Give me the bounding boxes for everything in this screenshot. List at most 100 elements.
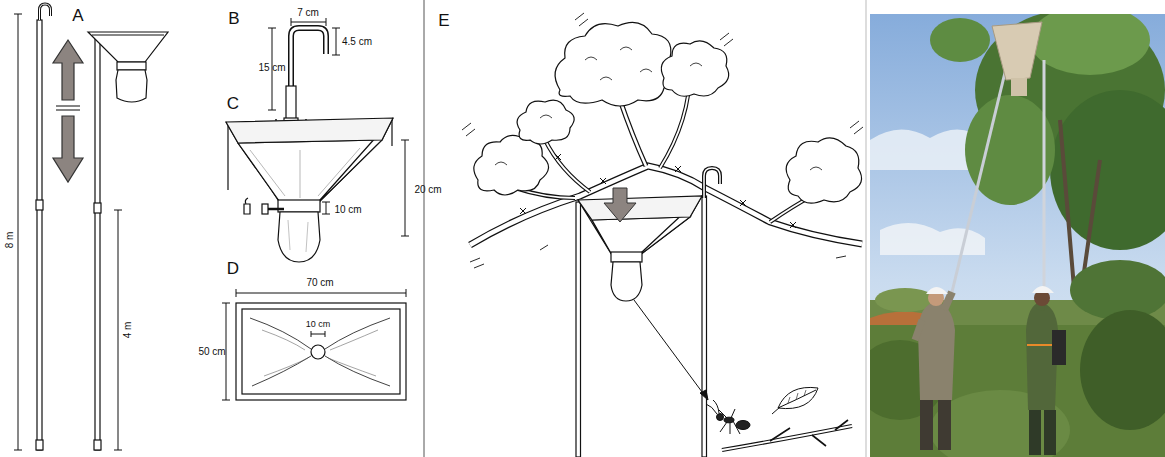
field-photo (1029, 410, 1041, 455)
dimension-line (114, 210, 122, 211)
tray-top-view (236, 303, 406, 400)
dimension-line (226, 303, 227, 400)
sampled-ant (706, 400, 740, 434)
dimension-line (311, 331, 312, 337)
collecting-tray (226, 118, 393, 143)
dimension-label: 4 m (123, 322, 133, 339)
pole-with-net (94, 203, 101, 213)
dimension-label: 15 cm (258, 63, 285, 73)
collecting-tray (226, 118, 393, 262)
tree-crown (474, 135, 549, 195)
field-photo (930, 18, 990, 62)
dimension-line (114, 450, 122, 451)
sampled-twig (722, 420, 852, 450)
leader-line (700, 390, 708, 400)
motion-lines (462, 13, 863, 268)
leaf-tufts (520, 154, 796, 228)
dimension-line (322, 214, 330, 215)
tree-crown (555, 22, 676, 106)
dimension-line (326, 18, 327, 26)
panel-letter: C (227, 95, 239, 112)
pole-with-net (92, 34, 164, 35)
tray-top-view (311, 345, 325, 359)
dimension-line (291, 18, 292, 26)
panel-divider (866, 0, 867, 457)
telescopic-pole (36, 4, 51, 450)
dimension-line (332, 28, 340, 29)
telescopic-pole (40, 4, 51, 20)
dimension-line (406, 289, 407, 297)
beating-tray (704, 168, 720, 198)
collecting-tray (391, 120, 392, 146)
beating-tray (576, 168, 720, 457)
panel-divider (424, 0, 425, 457)
dimension-line (222, 303, 230, 304)
dimension-line (336, 28, 337, 55)
field-photo (1032, 286, 1054, 293)
extension-arrows (56, 105, 80, 106)
dimension-line (14, 450, 22, 451)
sampled-ant (724, 417, 734, 423)
dimension-label: 70 cm (306, 278, 333, 288)
tree-crown (517, 100, 574, 144)
sampled-leaf (772, 390, 816, 414)
collecting-tray (227, 124, 228, 190)
field-photo (1030, 14, 1150, 75)
field-photo (870, 14, 1165, 457)
tree-branch (545, 140, 590, 192)
tray-top-view (262, 330, 378, 376)
dimension-line (405, 140, 406, 236)
pole-with-net (116, 70, 147, 102)
dimension-line (322, 202, 330, 203)
collecting-tray (250, 148, 360, 198)
screw-part (245, 198, 248, 204)
tree-branch (620, 100, 646, 166)
tree-crown (495, 47, 822, 170)
pole-with-net (117, 62, 146, 70)
pole-with-net (94, 440, 101, 450)
field-photo (1043, 60, 1046, 288)
field-photo (952, 60, 1008, 292)
extension-arrows (53, 40, 83, 100)
dimension-line (14, 14, 22, 450)
dimension-line (401, 236, 409, 237)
dimension-line (326, 202, 327, 214)
field-photo (992, 22, 1042, 80)
dimension-line (222, 400, 230, 401)
panel-letter: A (72, 7, 83, 24)
field-photo (1044, 410, 1056, 455)
collecting-tray (278, 200, 320, 212)
pole-with-net (88, 32, 168, 450)
dimension-line (268, 28, 276, 29)
field-photo (918, 302, 955, 400)
beating-tray (611, 262, 642, 301)
field-photo (938, 400, 951, 450)
panel-letter: B (228, 10, 239, 27)
telescopic-pole (36, 200, 43, 210)
screw-part (262, 204, 268, 214)
panel-letter: D (227, 260, 239, 277)
sampled-leaf (772, 387, 818, 414)
pole-with-net (88, 32, 168, 62)
dimension-line (14, 14, 22, 15)
tray-top-view (250, 318, 390, 386)
panel-letter: E (438, 12, 449, 29)
sampled-ant (717, 414, 724, 421)
dimension-line (118, 210, 119, 450)
dimension-line (268, 110, 276, 111)
collecting-tray (288, 220, 308, 252)
dimension-line (291, 22, 326, 23)
sampled-leaf (788, 390, 806, 403)
dimension-label: 8 m (5, 232, 15, 249)
tray-top-view (242, 309, 400, 394)
motion-lines (462, 13, 863, 268)
extension-arrows (56, 109, 80, 110)
dimension-line (325, 331, 326, 337)
dimension-line (401, 140, 409, 141)
field-photo (1052, 330, 1066, 365)
tree-crown (474, 22, 862, 203)
field-photo (1070, 260, 1165, 320)
dimension-label: 4.5 cm (342, 37, 372, 47)
